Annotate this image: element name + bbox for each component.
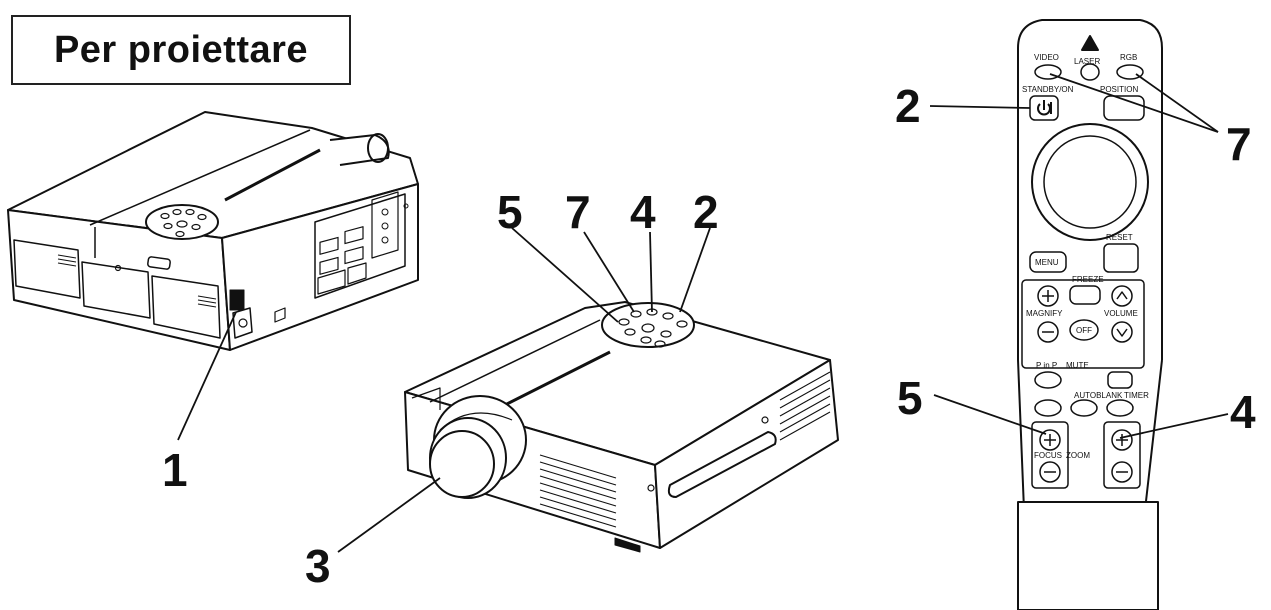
label-mute: MUTE xyxy=(1066,361,1089,370)
label-freeze: FREEZE xyxy=(1072,275,1104,284)
callout-top-5: 5 xyxy=(497,186,523,238)
label-pinp: P in P xyxy=(1036,361,1057,370)
remote-labels: VIDEO LASER RGB STANDBY/ON POSITION MENU… xyxy=(1022,53,1149,460)
leader-lines xyxy=(177,73,1229,553)
label-focus: FOCUS xyxy=(1034,451,1062,460)
label-magnify: MAGNIFY xyxy=(1026,309,1063,318)
callouts: 1 3 5 7 4 2 2 7 5 4 xyxy=(162,80,1256,592)
label-video: VIDEO xyxy=(1034,53,1059,62)
title-box: Per proiettare xyxy=(11,15,351,85)
page-title: Per proiettare xyxy=(53,28,309,71)
callout-remote-5: 5 xyxy=(897,372,923,424)
callout-remote-4: 4 xyxy=(1230,386,1256,438)
callout-remote-7: 7 xyxy=(1226,118,1252,170)
label-standby: STANDBY/ON xyxy=(1022,85,1074,94)
label-position: POSITION xyxy=(1100,85,1138,94)
label-laser: LASER xyxy=(1074,57,1100,66)
label-rgb: RGB xyxy=(1120,53,1137,62)
remote-control xyxy=(1017,19,1163,610)
projector-rear xyxy=(7,111,419,351)
callout-1: 1 xyxy=(162,444,188,496)
callout-3: 3 xyxy=(305,540,331,592)
label-reset: RESET xyxy=(1106,233,1133,242)
callout-top-7: 7 xyxy=(565,186,591,238)
label-menu: MENU xyxy=(1035,258,1059,267)
label-zoom: ZOOM xyxy=(1066,451,1090,460)
callout-top-4: 4 xyxy=(630,186,656,238)
label-timer: TIMER xyxy=(1124,391,1149,400)
projector-front xyxy=(404,301,839,553)
callout-top-2: 2 xyxy=(693,186,719,238)
label-volume: VOLUME xyxy=(1104,309,1138,318)
label-autoblank: AUTOBLANK xyxy=(1074,391,1123,400)
label-off: OFF xyxy=(1076,326,1092,335)
callout-remote-2: 2 xyxy=(895,80,921,132)
